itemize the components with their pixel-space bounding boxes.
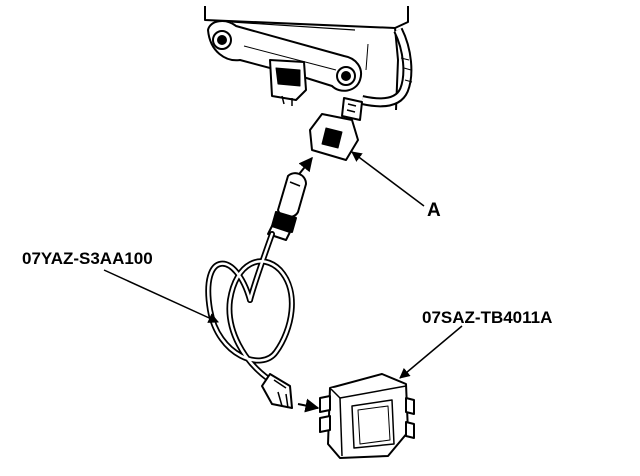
sensor-module [269,59,307,106]
vehicle-body-panel [204,6,409,111]
box-part-number-label: 07SAZ-TB4011A [422,308,553,327]
cable-leader [103,269,219,323]
vehicle-connector-a [309,97,363,161]
coiled-cable [205,231,295,391]
callout-a-leader [351,151,425,207]
cable-plug-lower [261,373,293,409]
connect-arrow [297,398,320,413]
callout-a-label: A [427,200,441,221]
vehicle-harness-wire [360,27,413,108]
mounting-bracket [207,20,362,92]
cable-plug-upper [267,172,307,241]
tester-box [319,373,415,459]
cable-part-number-label: 07YAZ-S3AA100 [22,249,153,268]
box-leader [399,325,463,379]
